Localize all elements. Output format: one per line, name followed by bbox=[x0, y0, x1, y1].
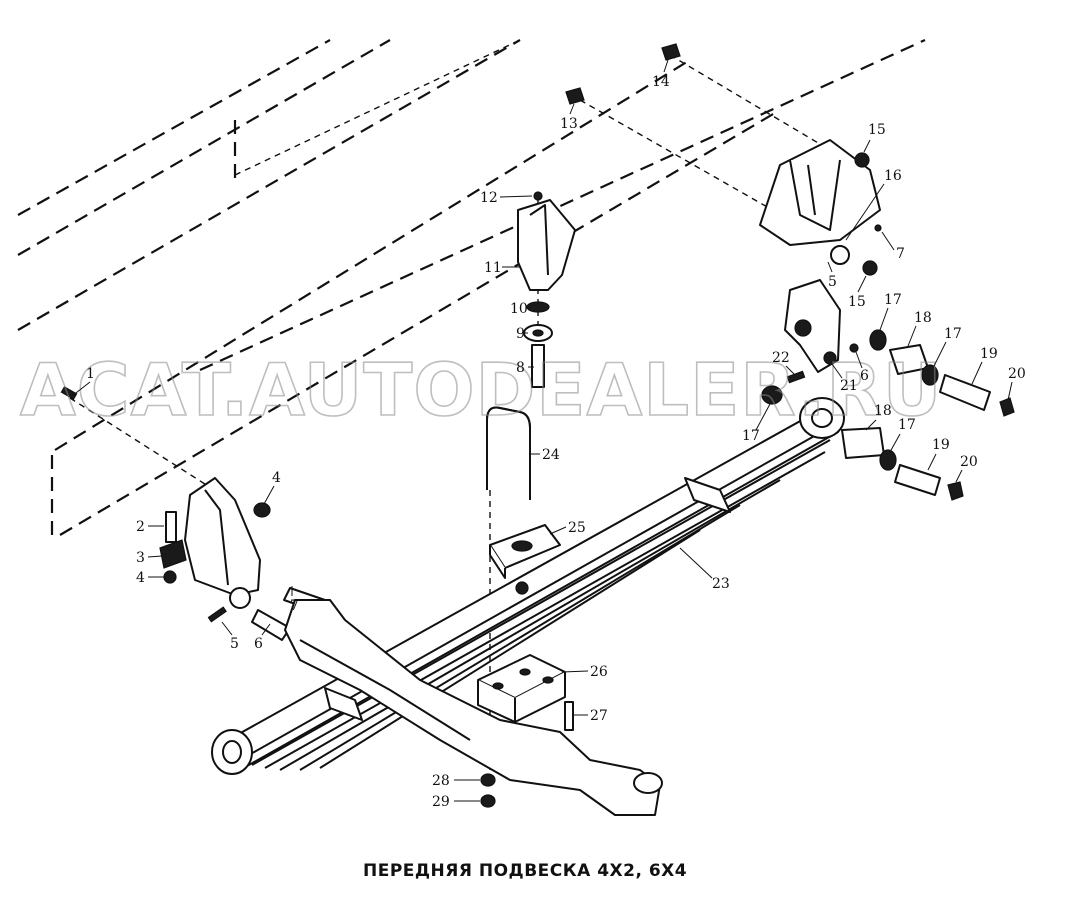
callout-24: 24 bbox=[542, 447, 560, 463]
callout-27: 27 bbox=[590, 708, 608, 724]
callout-21: 21 bbox=[840, 378, 858, 394]
callout-23: 23 bbox=[712, 576, 730, 592]
callout-6b: 6 bbox=[860, 368, 869, 384]
callout-4a: 4 bbox=[136, 570, 145, 586]
callout-17c: 17 bbox=[742, 428, 760, 444]
callout-20a: 20 bbox=[1008, 366, 1026, 382]
callout-11: 11 bbox=[484, 260, 502, 276]
top-bolts bbox=[565, 43, 681, 105]
spring-seat-block bbox=[477, 654, 566, 723]
rear-shackle bbox=[784, 279, 841, 384]
callout-4b: 4 bbox=[272, 470, 281, 486]
callout-15a: 15 bbox=[868, 122, 886, 138]
front-axle-beam bbox=[284, 599, 663, 816]
rebound-bracket bbox=[517, 191, 576, 388]
callout-28: 28 bbox=[432, 773, 450, 789]
callout-15b: 15 bbox=[848, 294, 866, 310]
callout-1: 1 bbox=[86, 366, 95, 382]
callout-22: 22 bbox=[772, 350, 790, 366]
callout-19a: 19 bbox=[980, 346, 998, 362]
spring-pad bbox=[489, 524, 561, 579]
callout-29: 29 bbox=[432, 794, 450, 810]
callout-26: 26 bbox=[590, 664, 608, 680]
callout-9: 9 bbox=[516, 326, 525, 342]
callout-17d: 17 bbox=[898, 417, 916, 433]
callout-25: 25 bbox=[568, 520, 586, 536]
bottom-nuts bbox=[480, 773, 496, 808]
callout-17b: 17 bbox=[944, 326, 962, 342]
callout-12: 12 bbox=[480, 190, 498, 206]
u-bolt bbox=[486, 406, 531, 500]
callout-3: 3 bbox=[136, 550, 145, 566]
callout-19b: 19 bbox=[932, 437, 950, 453]
bolt-27 bbox=[564, 701, 574, 731]
callout-16: 16 bbox=[884, 168, 902, 184]
frame-rail bbox=[17, 38, 926, 540]
callout-5b: 5 bbox=[828, 274, 837, 290]
small-fasteners bbox=[60, 343, 859, 595]
callout-6a: 6 bbox=[254, 636, 263, 652]
callout-17a: 17 bbox=[884, 292, 902, 308]
rear-bushings bbox=[761, 329, 1015, 501]
callout-13: 13 bbox=[560, 116, 578, 132]
callout-5a: 5 bbox=[230, 636, 239, 652]
callouts: 1 2 3 4 4 5 6 7 8 9 10 11 12 13 14 15 15… bbox=[71, 59, 1026, 810]
callout-8: 8 bbox=[516, 360, 525, 376]
watermark: ACAT.AUTODEALER.RU bbox=[20, 348, 942, 432]
diagram-caption: ПЕРЕДНЯЯ ПОДВЕСКА 4X2, 6X4 bbox=[363, 861, 687, 881]
callout-10: 10 bbox=[510, 301, 528, 317]
callout-20b: 20 bbox=[960, 454, 978, 470]
callout-2: 2 bbox=[136, 519, 145, 535]
callout-14: 14 bbox=[652, 74, 670, 90]
callout-7a: 7 bbox=[290, 598, 299, 614]
callout-7b: 7 bbox=[896, 246, 905, 262]
callout-18b: 18 bbox=[874, 403, 892, 419]
front-spring-bracket bbox=[159, 477, 261, 609]
callout-18a: 18 bbox=[914, 310, 932, 326]
rear-spring-bracket bbox=[759, 139, 882, 276]
